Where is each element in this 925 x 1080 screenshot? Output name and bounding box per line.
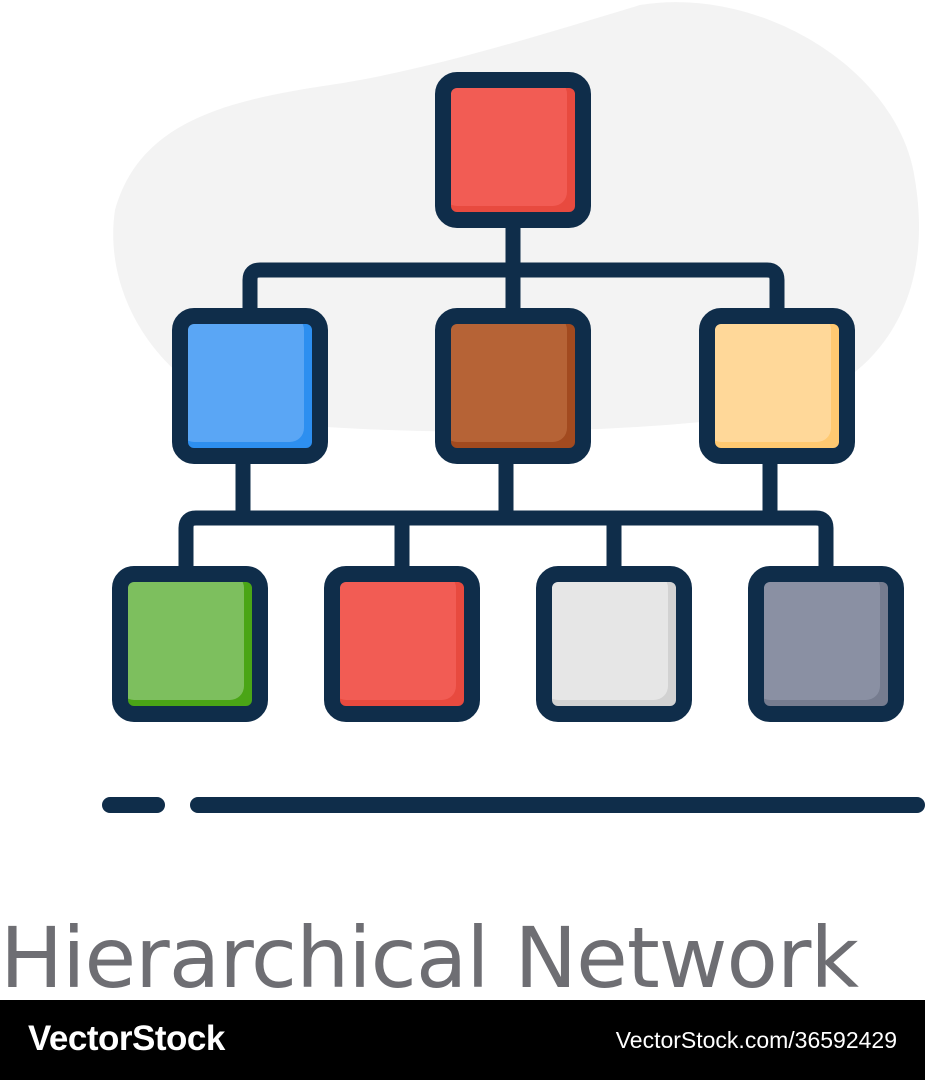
connector-level3-bus [178, 510, 834, 582]
hierarchical-network-illustration [102, 2, 925, 813]
network-nodes [112, 72, 904, 722]
watermark-footer: VectorStock VectorStock.com/36592429 [0, 1000, 925, 1080]
node-leaf-3 [536, 566, 692, 722]
node-leaf-1 [112, 566, 268, 722]
illustration-caption: Hierarchical Network [0, 909, 859, 1007]
connector-level2-bus [242, 262, 785, 324]
vectorstock-logo: VectorStock [28, 1019, 225, 1058]
node-mid-right [699, 308, 855, 464]
node-leaf-4 [748, 566, 904, 722]
node-leaf-2 [324, 566, 480, 722]
image-id-label: VectorStock.com/36592429 [615, 1027, 897, 1053]
connector-lines [178, 212, 834, 588]
node-mid-center [435, 308, 591, 464]
node-mid-left [172, 308, 328, 464]
node-root [435, 72, 591, 228]
